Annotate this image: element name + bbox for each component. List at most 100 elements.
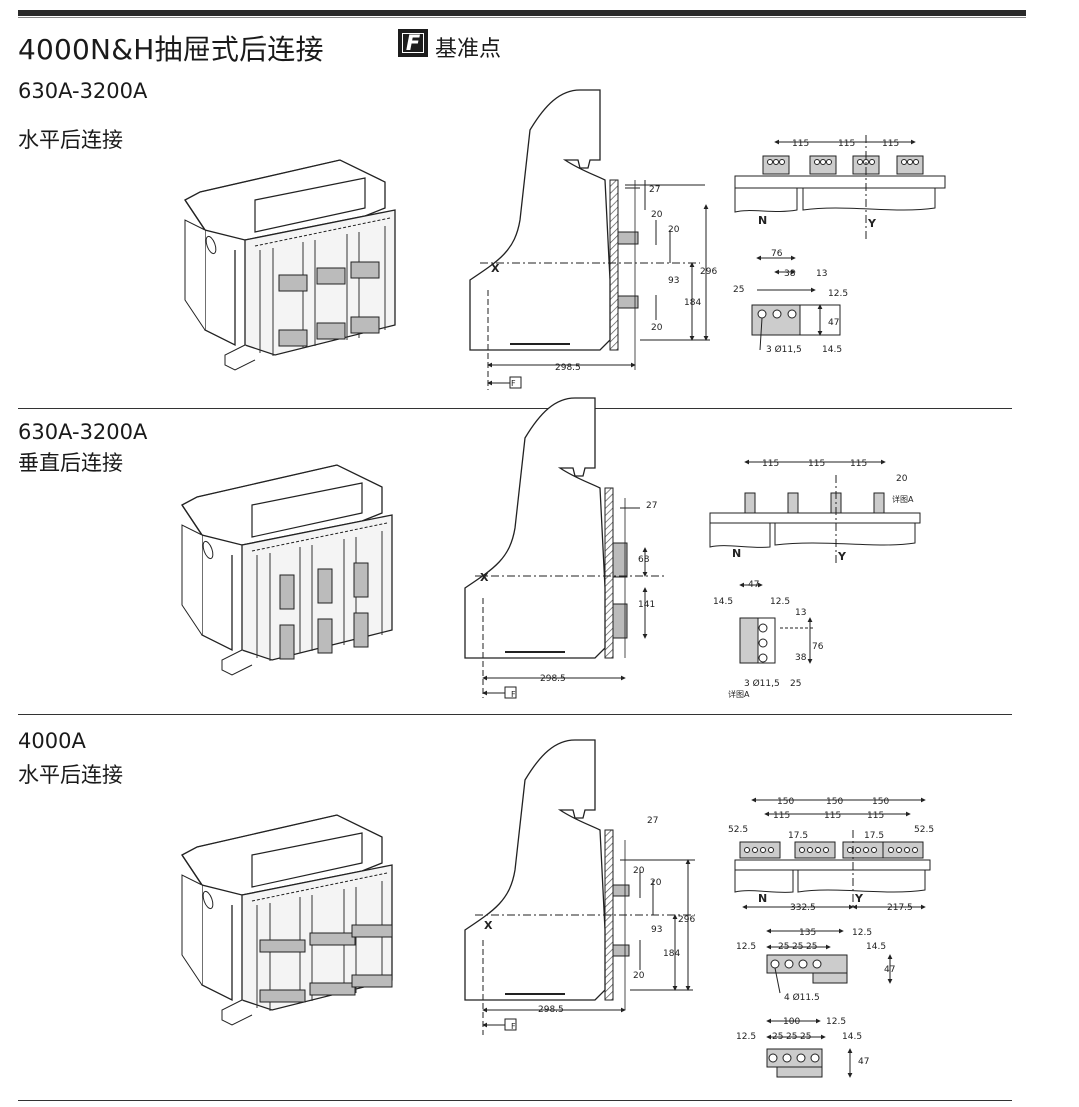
dim-298-5: 298.5 — [540, 674, 566, 684]
dim-298-5: 298.5 — [538, 1005, 564, 1015]
dim-47: 47 — [884, 965, 895, 975]
dim-68: 68 — [638, 555, 650, 565]
section-2-connection: 垂直后连接 — [18, 451, 123, 475]
side-view-3 — [464, 739, 695, 1035]
section-1-range: 630A-3200A — [18, 79, 148, 103]
dim-150: 150 — [777, 797, 794, 807]
dim-20: 20 — [668, 225, 680, 235]
ref-f-label: F — [511, 379, 516, 388]
hole-spec: 4 Ø11.5 — [784, 992, 820, 1003]
dim-12-5: 12.5 — [826, 1017, 846, 1027]
breaker-iso-view-2 — [181, 464, 393, 676]
side-view-2 — [464, 397, 665, 699]
dim-27: 27 — [647, 816, 658, 826]
dim-20: 20 — [633, 971, 645, 981]
dim-47: 47 — [858, 1057, 869, 1067]
dim-141: 141 — [638, 600, 655, 610]
section-3-range: 4000A — [18, 729, 86, 753]
dim-12-5: 12.5 — [852, 928, 872, 938]
page-title: 4000N&H抽屉式后连接 — [18, 33, 324, 66]
dim-150: 150 — [872, 797, 889, 807]
side-view-1 — [469, 89, 710, 390]
dim-150: 150 — [826, 797, 843, 807]
dim-298-5: 298.5 — [555, 363, 581, 373]
dim-93: 93 — [651, 925, 662, 935]
hole-spec: 3 Ø11,5 — [744, 678, 780, 689]
dim-20: 20 — [651, 323, 663, 333]
axis-y-label: Y — [867, 217, 877, 230]
phase-n-label: N — [732, 547, 741, 560]
dim-12-5: 12.5 — [828, 289, 848, 299]
dim-296: 296 — [678, 915, 695, 925]
dim-25: 25 — [786, 1032, 797, 1042]
dim-27: 27 — [649, 185, 660, 195]
axis-x-label: X — [480, 571, 489, 584]
dim-20: 20 — [633, 866, 645, 876]
dim-20: 20 — [896, 474, 908, 484]
dim-115: 115 — [882, 139, 899, 149]
dim-115: 115 — [773, 811, 790, 821]
dim-12-5: 12.5 — [736, 1032, 756, 1042]
dim-12-5: 12.5 — [770, 597, 790, 607]
dim-13: 13 — [816, 269, 827, 279]
dim-12-5: 12.5 — [736, 942, 756, 952]
dim-52-5: 52.5 — [914, 825, 934, 835]
section-divider — [18, 1100, 1012, 1101]
axis-y-label: Y — [854, 892, 864, 905]
reference-point-icon: F — [398, 29, 428, 57]
top-view-1 — [734, 135, 946, 240]
dim-76: 76 — [771, 249, 783, 259]
dim-217-5: 217.5 — [887, 903, 913, 913]
breaker-iso-view-3 — [181, 814, 393, 1026]
header-rule — [18, 10, 1026, 16]
dim-20: 20 — [650, 878, 662, 888]
phase-n-label: N — [758, 214, 767, 227]
ref-f-label: F — [511, 1022, 516, 1031]
hole-spec: 3 Ø11,5 — [766, 344, 802, 355]
dim-25: 25 — [778, 942, 789, 952]
dim-14-5: 14.5 — [842, 1032, 862, 1042]
dim-115: 115 — [867, 811, 884, 821]
dim-25: 25 — [806, 942, 817, 952]
detail-view-3a — [766, 928, 893, 994]
detail-view-3b — [766, 1018, 853, 1078]
dim-25: 25 — [790, 679, 801, 689]
dim-25: 25 — [792, 942, 803, 952]
section-2-range: 630A-3200A — [18, 420, 148, 444]
phase-n-label: N — [758, 892, 767, 905]
dim-115: 115 — [838, 139, 855, 149]
dim-184: 184 — [684, 298, 701, 308]
dim-38: 38 — [795, 653, 807, 663]
dim-14-5: 14.5 — [866, 942, 886, 952]
dim-93: 93 — [668, 276, 679, 286]
dim-296: 296 — [700, 267, 717, 277]
detail-a-label: 详图A — [728, 689, 750, 699]
ref-f-label: F — [511, 690, 516, 699]
section-3-connection: 水平后连接 — [18, 763, 123, 787]
dim-47: 47 — [748, 580, 759, 590]
breaker-iso-view-1 — [184, 159, 396, 371]
dim-115: 115 — [808, 459, 825, 469]
dim-332-5: 332.5 — [790, 903, 816, 913]
header-rule-thin — [18, 17, 1026, 18]
dim-13: 13 — [795, 608, 806, 618]
dim-135: 135 — [799, 928, 816, 938]
dim-17-5: 17.5 — [864, 831, 884, 841]
top-view-3 — [734, 797, 931, 910]
dim-14-5: 14.5 — [713, 597, 733, 607]
axis-x-label: X — [491, 262, 500, 275]
section-1-connection: 水平后连接 — [18, 128, 123, 152]
dim-25: 25 — [800, 1032, 811, 1042]
dim-38: 38 — [784, 269, 796, 279]
dim-52-5: 52.5 — [728, 825, 748, 835]
dim-115: 115 — [824, 811, 841, 821]
detail-view-1 — [751, 255, 841, 351]
dim-76: 76 — [812, 642, 824, 652]
dim-115: 115 — [850, 459, 867, 469]
dim-17-5: 17.5 — [788, 831, 808, 841]
dim-20: 20 — [651, 210, 663, 220]
dim-184: 184 — [663, 949, 680, 959]
top-view-2 — [709, 459, 921, 563]
dim-115: 115 — [762, 459, 779, 469]
